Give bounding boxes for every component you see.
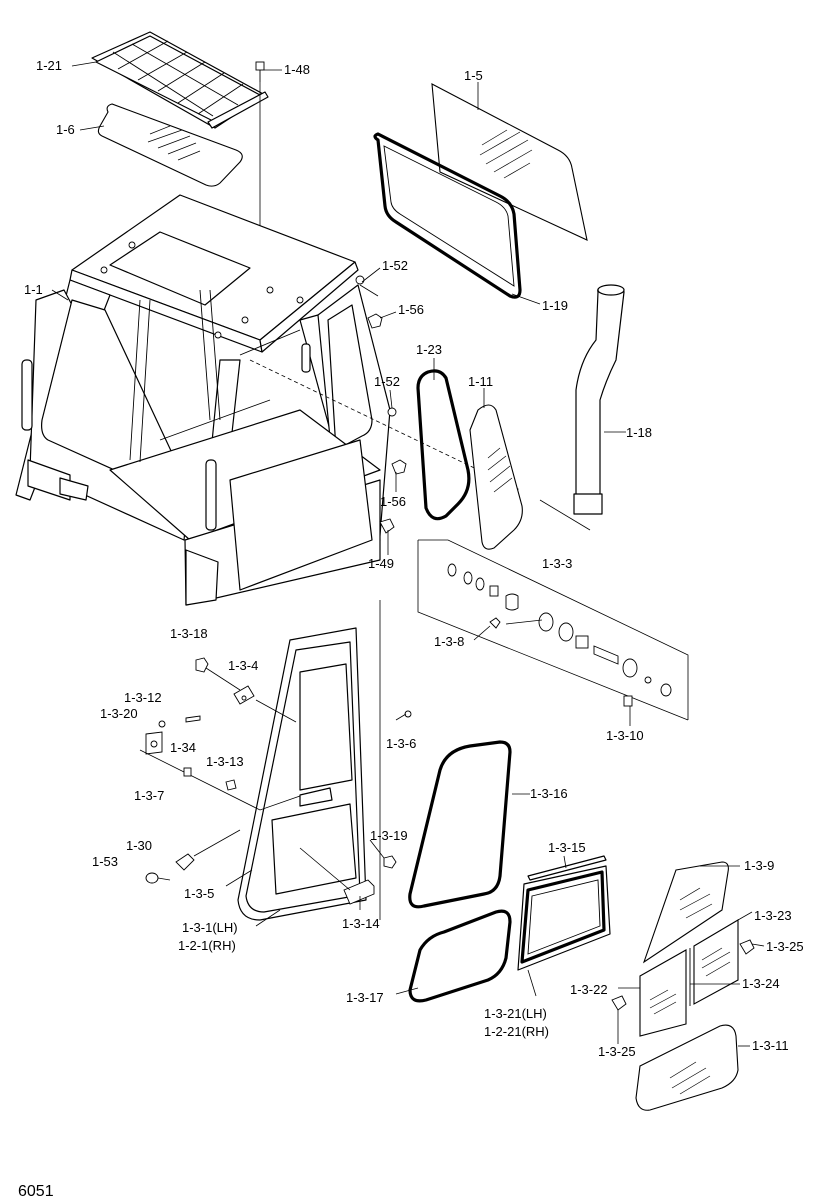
part-1-3-13-clip — [225, 779, 237, 791]
part-1-3-6-pin — [404, 710, 412, 718]
part-1-3-17-seal — [408, 909, 512, 1003]
label-1-23: 1-23 — [416, 342, 442, 357]
label-1-49: 1-49 — [368, 556, 394, 571]
label-1-3-18: 1-3-18 — [170, 626, 208, 641]
part-1-3-19-nut — [383, 855, 397, 869]
part-1-19-front-seal — [373, 132, 522, 299]
label-1-21: 1-21 — [36, 58, 62, 73]
label-1-1: 1-1 — [24, 282, 43, 297]
part-1-3-21-window-frame — [517, 865, 611, 971]
label-1-56-b: 1-56 — [380, 494, 406, 509]
label-1-18: 1-18 — [626, 425, 652, 440]
part-1-3-16-seal — [408, 740, 512, 909]
part-1-3-8-bolt — [489, 617, 501, 629]
label-1-34: 1-34 — [170, 740, 196, 755]
label-1-3-12: 1-3-12 — [124, 690, 162, 705]
label-1-3-1-lh: 1-3-1(LH) — [182, 920, 238, 935]
label-1-3-13: 1-3-13 — [206, 754, 244, 769]
part-1-3-22-glass — [639, 949, 687, 1037]
part-1-30-bolt — [175, 829, 241, 871]
label-1-11: 1-11 — [468, 374, 493, 389]
part-1-49-bolt — [379, 518, 395, 555]
part-1-23-side-seal — [416, 369, 471, 521]
label-1-3-11: 1-3-11 — [752, 1038, 789, 1053]
label-1-3-21-lh: 1-3-21(LH) — [484, 1006, 547, 1021]
leader-lines — [51, 61, 765, 1047]
part-1-3-11-glass — [635, 1024, 739, 1111]
part-1-52-nut-b — [387, 407, 397, 417]
label-1-52-b: 1-52 — [374, 374, 400, 389]
label-1-3-15: 1-3-15 — [548, 840, 586, 855]
part-labels: 1-21 1-48 1-6 1-5 1-19 1-1 1-52 1-56 1-2… — [18, 58, 804, 1200]
label-1-3-10: 1-3-10 — [606, 728, 644, 743]
label-1-53: 1-53 — [92, 854, 118, 869]
part-1-3-18-bolt — [195, 657, 241, 691]
part-1-3-10-pin — [623, 695, 633, 707]
label-1-3-20: 1-3-20 — [100, 706, 138, 721]
part-1-18-pipe — [539, 284, 625, 531]
label-1-3-25-a: 1-3-25 — [766, 939, 804, 954]
part-1-21-sunvisor — [91, 31, 269, 129]
part-1-3-3-hinge-group — [417, 539, 689, 721]
part-1-3-14-stopper — [299, 847, 375, 905]
label-1-3-4: 1-3-4 — [228, 658, 258, 673]
label-1-3-23: 1-3-23 — [754, 908, 792, 923]
part-1-56-bolt-b — [391, 459, 407, 475]
label-1-5: 1-5 — [464, 68, 483, 83]
part-1-34-nut — [183, 767, 192, 777]
label-1-3-25-b: 1-3-25 — [598, 1044, 636, 1059]
part-1-3-25-stopper-a — [739, 939, 755, 955]
label-1-3-8: 1-3-8 — [434, 634, 464, 649]
part-1-3-7-latch — [139, 731, 301, 811]
label-1-3-22: 1-3-22 — [570, 982, 608, 997]
label-1-2-1-rh: 1-2-1(RH) — [178, 938, 236, 953]
part-1-3-12-pin — [185, 715, 201, 723]
label-1-3-14: 1-3-14 — [342, 916, 380, 931]
part-1-3-25-stopper-b — [611, 995, 627, 1011]
label-1-3-9: 1-3-9 — [744, 858, 774, 873]
label-1-3-6: 1-3-6 — [386, 736, 416, 751]
label-1-2-21-rh: 1-2-21(RH) — [484, 1024, 549, 1039]
label-1-19: 1-19 — [542, 298, 568, 313]
label-1-3-3: 1-3-3 — [542, 556, 572, 571]
label-1-3-16: 1-3-16 — [530, 786, 568, 801]
label-1-3-5: 1-3-5 — [184, 886, 214, 901]
part-1-3-15-strip — [527, 855, 607, 881]
part-1-3-4-washer — [233, 685, 255, 705]
part-1-3-20-screw — [158, 720, 166, 728]
label-1-3-7: 1-3-7 — [134, 788, 164, 803]
label-1-30: 1-30 — [126, 838, 152, 853]
part-1-11-side-glass — [469, 404, 523, 550]
label-1-3-19: 1-3-19 — [370, 828, 408, 843]
label-1-3-17: 1-3-17 — [346, 990, 384, 1005]
part-1-1-cab-frame — [15, 194, 521, 606]
part-1-3-1-door — [237, 600, 381, 921]
label-1-52-a: 1-52 — [382, 258, 408, 273]
label-1-6: 1-6 — [56, 122, 75, 137]
part-1-53-washer — [145, 872, 159, 884]
page-code: 6051 — [18, 1183, 54, 1200]
part-1-5-front-glass — [431, 83, 588, 241]
part-1-56-bolt-a — [367, 313, 383, 329]
label-1-56-a: 1-56 — [398, 302, 424, 317]
label-1-3-24: 1-3-24 — [742, 976, 780, 991]
part-1-6-roof-glass — [97, 103, 243, 187]
label-1-48: 1-48 — [284, 62, 310, 77]
part-1-3-24-glass — [689, 919, 739, 1006]
